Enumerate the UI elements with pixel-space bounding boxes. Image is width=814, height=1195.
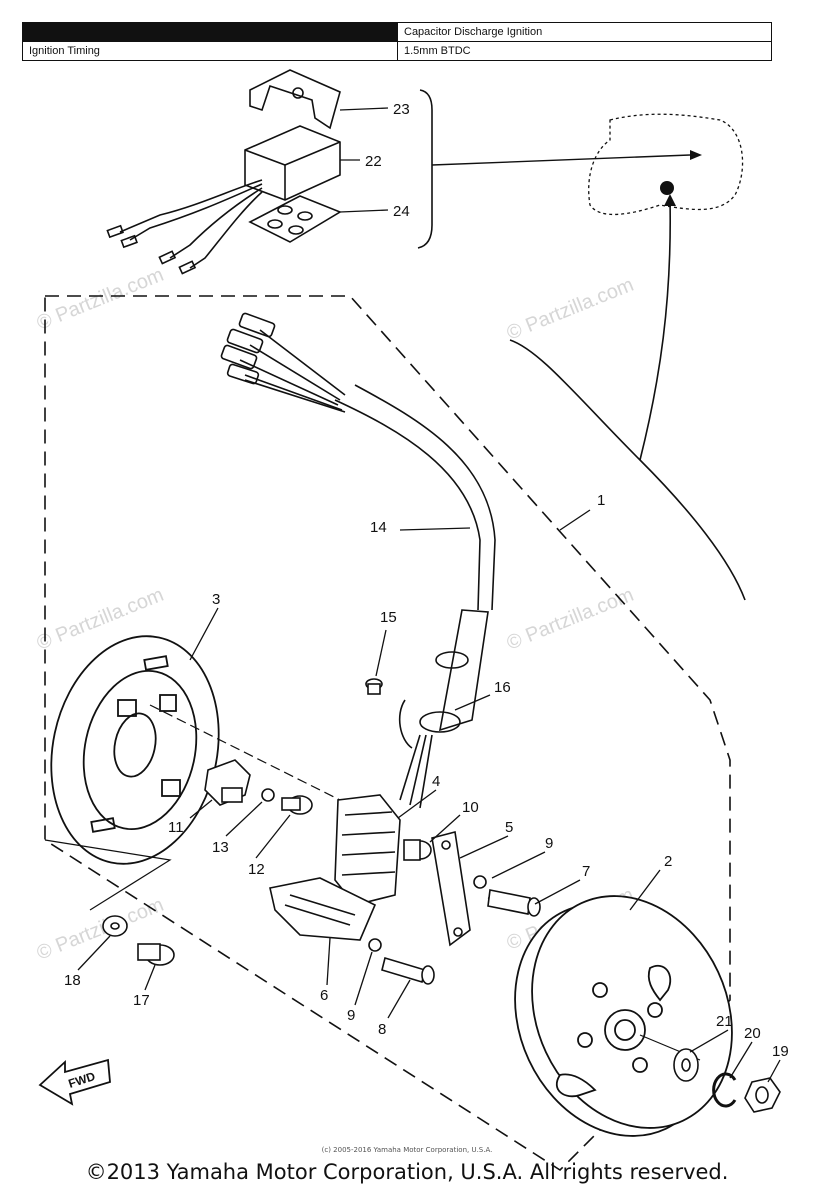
leader-lines <box>77 107 781 1083</box>
spec-table: Capacitor Discharge Ignition Ignition Ti… <box>22 22 772 61</box>
mount-point-marker <box>660 181 674 195</box>
callout-5: 5 <box>505 819 513 836</box>
watermark-text: © Partzilla.com <box>34 264 167 335</box>
callout-12: 12 <box>248 861 265 878</box>
callout-1: 1 <box>597 492 605 509</box>
coil-bracket-5 <box>431 831 471 947</box>
forward-direction-arrow: FWD <box>38 1058 111 1106</box>
callout-20: 20 <box>744 1025 761 1042</box>
watermark-text: © Partzilla.com <box>504 274 637 345</box>
nut-19 <box>744 1077 781 1113</box>
cdi-unit-group <box>106 69 342 275</box>
spacer-10 <box>403 839 432 861</box>
callout-10: 10 <box>462 799 479 816</box>
callout-14: 14 <box>370 519 387 536</box>
callout-9-upper: 9 <box>545 835 553 852</box>
washer-13 <box>261 788 275 802</box>
callout-15: 15 <box>380 609 397 626</box>
callout-11: 11 <box>168 819 184 836</box>
screw-8 <box>381 956 435 985</box>
spec-label-system <box>22 22 398 42</box>
harness-bend-line <box>509 339 746 601</box>
callout-19: 19 <box>772 1043 789 1060</box>
lighting-coil <box>269 877 377 941</box>
callout-24: 24 <box>393 203 410 220</box>
charge-coil <box>334 794 401 906</box>
washer-9-upper <box>473 875 487 889</box>
spec-value-timing: 1.5mm BTDC <box>397 41 772 61</box>
callout-4: 4 <box>432 773 440 790</box>
callout-9-lower: 9 <box>347 1007 355 1024</box>
wire-harness-group <box>220 312 496 809</box>
stator-base-plate <box>50 635 220 865</box>
frame-location-sketch <box>588 113 744 216</box>
washer-9-lower <box>368 938 382 952</box>
callout-13: 13 <box>212 839 229 856</box>
assembly-outline-dashed <box>44 295 731 1172</box>
callout-22: 22 <box>365 153 382 170</box>
callout-8: 8 <box>378 1021 386 1038</box>
callout-21: 21 <box>716 1013 733 1030</box>
callout-3: 3 <box>212 591 220 608</box>
location-arrow-head <box>690 150 702 160</box>
harness-route-line <box>639 199 672 461</box>
callout-numbers: 23 22 24 14 1 3 15 16 4 10 5 9 7 2 11 13… <box>64 101 789 1060</box>
pulser-coil <box>204 759 251 806</box>
callout-18: 18 <box>64 972 81 989</box>
footer-copyright-main: ©2013 Yamaha Motor Corporation, U.S.A. A… <box>85 1160 729 1184</box>
screw-12 <box>281 795 313 815</box>
callout-7: 7 <box>582 863 590 880</box>
screw-17 <box>137 943 175 966</box>
flywheel-rotor <box>514 895 733 1137</box>
location-arrow-line <box>431 154 691 166</box>
screw-15 <box>365 678 383 695</box>
lock-washer-20 <box>712 1072 737 1108</box>
callout-23: 23 <box>393 101 410 118</box>
callout-6: 6 <box>320 987 328 1004</box>
plate-leader-line <box>44 839 172 911</box>
screw-7 <box>487 889 541 917</box>
washer-18 <box>102 915 128 937</box>
callout-17: 17 <box>133 992 150 1009</box>
group-brace <box>417 89 433 249</box>
spec-label-timing: Ignition Timing <box>22 41 398 61</box>
footer-copyright-small: (c) 2005-2016 Yamaha Motor Corporation, … <box>321 1146 493 1154</box>
harness-route-arrowhead <box>664 194 676 206</box>
spec-row-ignition-timing: Ignition Timing 1.5mm BTDC <box>22 41 772 61</box>
callout-2: 2 <box>664 853 672 870</box>
washer-21 <box>673 1048 699 1082</box>
callout-16: 16 <box>494 679 511 696</box>
